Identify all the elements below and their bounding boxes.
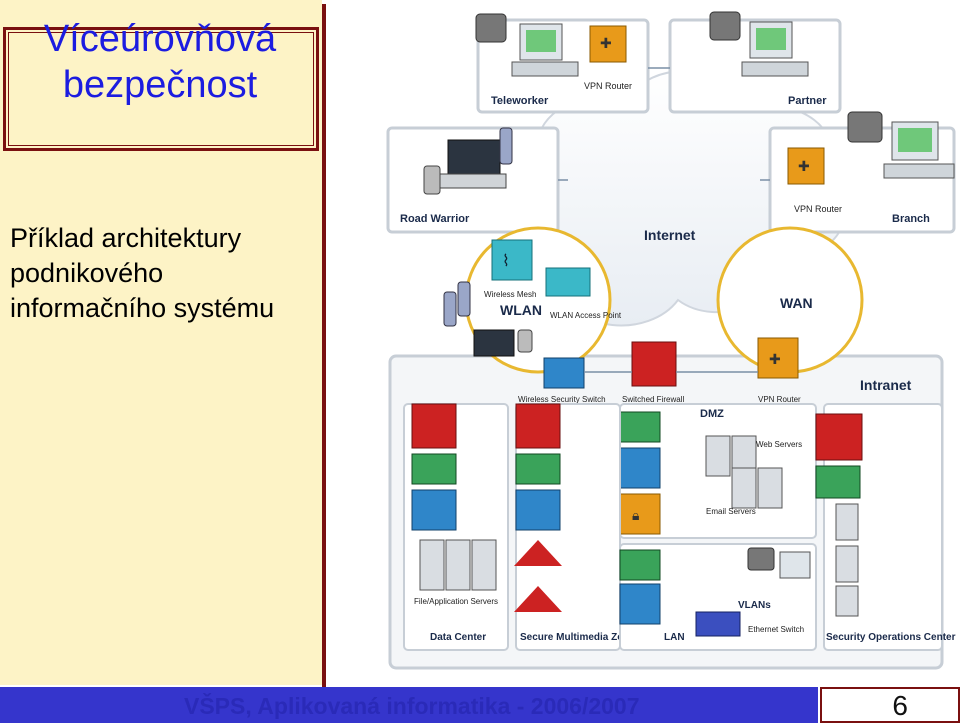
firewall-icon (515, 403, 561, 449)
road-warrior-label: Road Warrior (400, 213, 470, 225)
slide-subtitle: Příklad architektury podnikového informa… (10, 223, 275, 323)
wlan-access-point-icon (545, 267, 591, 297)
server-icon (835, 503, 859, 541)
cell-phone-icon (499, 127, 513, 165)
vpn-router-label: VPN Router (794, 204, 842, 214)
communication-server-icon (514, 586, 562, 612)
dmz-zone: DMZ 🔒︎ Web Servers Email Servers (619, 403, 817, 539)
vpn-router-icon (589, 25, 627, 63)
wlan-label: WLAN (500, 302, 542, 318)
phone-icon (847, 111, 883, 143)
file-application-servers-label: File/Application Servers (414, 597, 498, 606)
server-icon (835, 585, 859, 617)
svg-text:✚: ✚ (798, 158, 810, 174)
lan-label: LAN (664, 632, 685, 643)
partner-label: Partner (788, 95, 827, 107)
pda-icon (517, 329, 533, 353)
email-servers-label: Email Servers (706, 507, 756, 516)
dmz-label: DMZ (700, 408, 724, 420)
page-number: 6 (892, 690, 908, 721)
laptop-icon (447, 139, 501, 175)
wireless-mesh-icon (491, 239, 533, 281)
page-number-box (820, 687, 960, 723)
site-road-warrior: Road Warrior (386, 126, 560, 234)
data-center-label: Data Center (430, 632, 486, 643)
wlan-access-point-label: WLAN Access Point (550, 311, 622, 320)
slide-title: Víceúrovňová bezpečnost (43, 18, 277, 106)
phone-icon (747, 547, 775, 571)
connector-links (558, 67, 770, 373)
server-icon (445, 539, 471, 591)
svg-text:✚: ✚ (769, 351, 781, 367)
phone-icon (475, 13, 507, 43)
footer-text: VŠPS, Aplikovaná informatika - 2006/2007 (184, 693, 640, 719)
application-switch-icon (515, 489, 561, 531)
vpn-gateway-icon (619, 493, 661, 535)
site-data-center: File/Application Servers Data Center (403, 403, 509, 651)
wireless-mesh-label: Wireless Mesh (484, 290, 536, 299)
phone-icon (709, 11, 741, 41)
cell-phone-icon (457, 281, 471, 317)
intrusion-sensor-icon (411, 453, 457, 485)
pda-icon (423, 165, 441, 195)
defense-center-icon (815, 465, 861, 499)
firewall-icon (815, 413, 863, 461)
left-divider (322, 4, 326, 687)
wireless-security-switch-label: Wireless Security Switch (518, 395, 606, 404)
server-icon (471, 539, 497, 591)
web-servers-label: Web Servers (756, 440, 802, 449)
application-switch-icon (619, 447, 661, 489)
internet-label: Internet (644, 227, 696, 243)
vpn-router-icon (787, 147, 825, 185)
svg-text:✚: ✚ (600, 35, 612, 51)
site-lan: VLANs Ethernet Switch LAN (619, 543, 817, 651)
vlans-label: VLANs (738, 600, 771, 611)
cell-phone-icon (443, 291, 457, 327)
server-icon (419, 539, 445, 591)
svg-text:🔒︎: 🔒︎ (632, 507, 639, 523)
intrusion-sensor-icon (619, 411, 661, 443)
title-box (3, 27, 319, 151)
branch-label: Branch (892, 213, 930, 225)
network-architecture-diagram: Internet ✚ VPN Router Teleworker Partner… (386, 11, 956, 670)
email-server-icon (757, 467, 783, 509)
ethernet-switch-icon (695, 611, 741, 637)
ethernet-switch-label: Ethernet Switch (748, 625, 804, 634)
laptop-icon (473, 329, 515, 357)
site-branch: ✚ VPN Router Branch (768, 111, 956, 234)
security-operations-center-label: Security Operations Center (826, 632, 956, 643)
switched-firewall-icon (631, 341, 677, 387)
teleworker-label: Teleworker (491, 95, 549, 107)
site-teleworker: ✚ VPN Router Teleworker (475, 13, 650, 114)
multimedia-server-icon (514, 540, 562, 566)
vpn-router-label: VPN Router (584, 81, 632, 91)
site-partner: Partner (668, 11, 842, 114)
svg-text:⌇: ⌇ (502, 253, 510, 270)
computer-icon (779, 551, 811, 579)
wan-label: WAN (780, 295, 813, 311)
secure-multimedia-zone-label: Secure Multimedia Zone (520, 632, 635, 643)
vpn-router-label: VPN Router (758, 395, 801, 404)
web-server-icon (705, 435, 731, 477)
site-secure-multimedia-zone: Secure Multimedia Zone (514, 403, 635, 651)
intrusion-sensor-icon (619, 549, 661, 581)
email-server-icon (731, 467, 757, 509)
wireless-security-switch-icon (543, 357, 585, 389)
intrusion-sensor-icon (515, 453, 561, 485)
server-icon (835, 545, 859, 583)
footer-bar (0, 687, 818, 723)
switched-firewall-label: Switched Firewall (622, 395, 684, 404)
site-security-operations-center: Security Operations Center (815, 403, 956, 651)
firewall-icon (411, 403, 457, 449)
application-switch-icon (411, 489, 457, 531)
intranet-label: Intranet (860, 377, 912, 393)
vpn-router-icon (757, 337, 799, 379)
ethernet-routing-switch-icon (619, 583, 661, 625)
